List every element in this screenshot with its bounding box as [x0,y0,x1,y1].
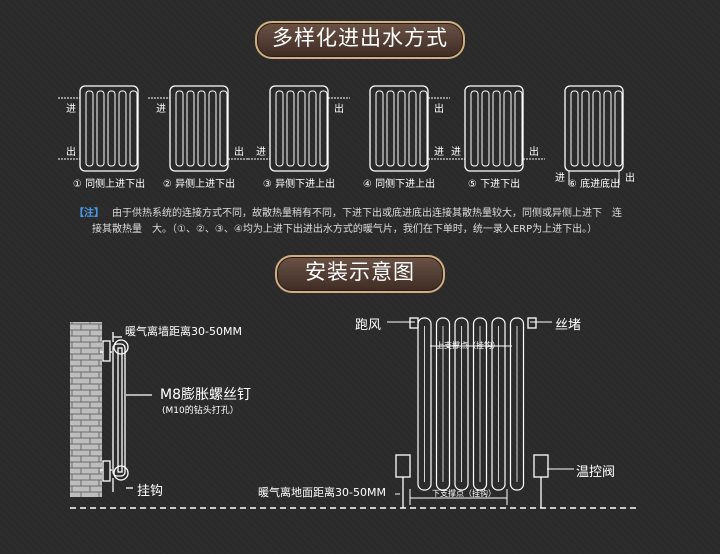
section-title-text: 安装示意图 [305,260,415,284]
out-label: 出 [66,145,76,158]
out-label: 出 [234,145,244,158]
floor-distance-label: 暖气离地面距离30-50MM [258,486,386,499]
method-caption: ⑥ 底进底出 [568,177,620,190]
plug-label: 丝堵 [555,318,582,333]
upper-mount-label: 上支撑点（挂钩） [436,341,500,350]
lower-mount-label: 下支撑点（挂钩） [432,489,496,498]
valve-label: 温控阀 [576,465,616,480]
method-diagram: 进 出 ③ 异侧下进上出 [248,85,350,190]
out-label: 出 [625,171,635,184]
method-diagram: 进 出 ⑥ 底进底出 [555,85,635,190]
method-diagram: 进出 ② 异侧上进下出 [148,85,250,190]
out-label: 出 [334,102,344,115]
method-caption: ⑤ 下进下出 [468,177,520,190]
in-label: 进 [256,146,266,158]
in-label: 进 [156,103,166,115]
method-caption: ④ 同侧下进上出 [363,177,435,190]
method-caption: ① 同侧上进下出 [73,177,145,190]
section-title-water-methods: 多样化进出水方式 [255,21,465,59]
note-block: 【注】由于供热系统的连接方式不同，故散热量稍有不同，下进下出或底进底出连接其散热… [74,206,634,238]
note-line-2: 接其散热量 大。（①、②、③、④均为上进下出进出水方式的暖气片，我们在下单时，统… [92,224,598,235]
in-label: 进 [66,103,76,115]
method-caption: ③ 异侧下进上出 [263,177,335,190]
vent-label: 跑风 [355,318,382,333]
out-label: 出 [434,102,444,115]
method-caption: ② 异侧上进下出 [163,177,235,190]
section-title-text: 多样化进出水方式 [272,26,448,50]
in-label: 进 [451,146,461,158]
bolt-sub-label: (M10的钻头打孔） [162,406,239,416]
side-radiator [100,332,152,492]
method-diagram: 进出 ① 同侧上进下出 [58,85,145,190]
section-title-install: 安装示意图 [275,255,445,293]
bolt-label: M8膨胀螺丝钉 [160,387,251,403]
out-label: 出 [529,145,539,158]
brick-wall [70,322,102,497]
method-diagram: 进 出 ④ 同侧下进上出 [363,85,450,190]
note-line-1: 由于供热系统的连接方式不同，故散热量稍有不同，下进下出或底进底出连接其散热量较大… [112,208,622,219]
in-label: 进 [555,172,565,184]
hook-label: 挂钩 [137,484,164,499]
note-tag: 【注】 [74,208,104,219]
in-label: 进 [434,146,444,158]
wall-distance-label: 暖气离墙距离30-50MM [125,325,242,338]
method-diagram: 进 出 ⑤ 下进下出 [443,85,545,190]
